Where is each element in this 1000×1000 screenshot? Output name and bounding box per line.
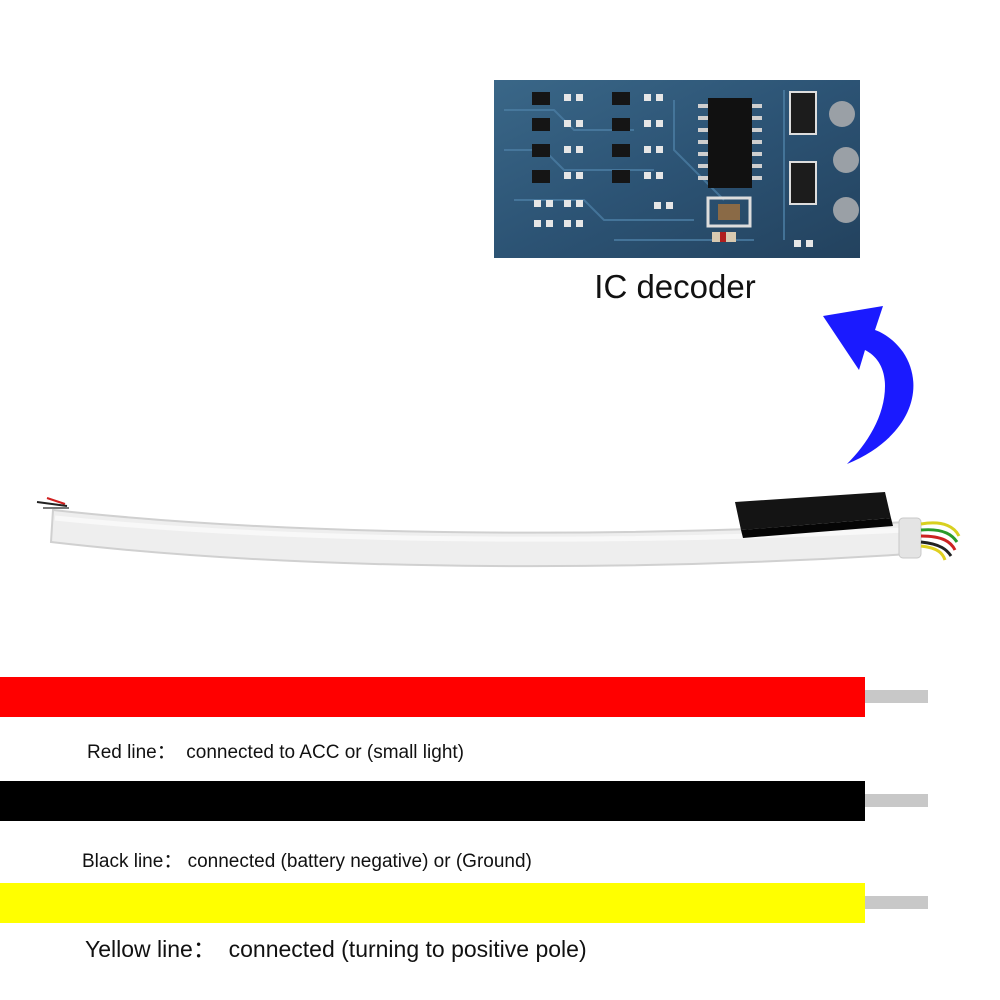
yellow-wire-tip bbox=[865, 896, 928, 909]
red-line-caption: Red line： connected to ACC or (small lig… bbox=[87, 742, 464, 763]
red-wire-tip bbox=[865, 690, 928, 703]
pcb-photo bbox=[494, 80, 860, 258]
black-line-caption: Black line： connected (battery negative)… bbox=[82, 851, 532, 872]
red-wire-bar bbox=[0, 677, 865, 717]
led-strip-product bbox=[36, 492, 961, 568]
black-wire-bar bbox=[0, 781, 865, 821]
yellow-wire-bar bbox=[0, 883, 865, 923]
ic-decoder-label: IC decoder bbox=[594, 268, 756, 305]
curved-up-arrow-icon bbox=[823, 306, 914, 464]
black-wire-tip bbox=[865, 794, 928, 807]
yellow-line-caption: Yellow line： connected (turning to posit… bbox=[85, 936, 587, 962]
